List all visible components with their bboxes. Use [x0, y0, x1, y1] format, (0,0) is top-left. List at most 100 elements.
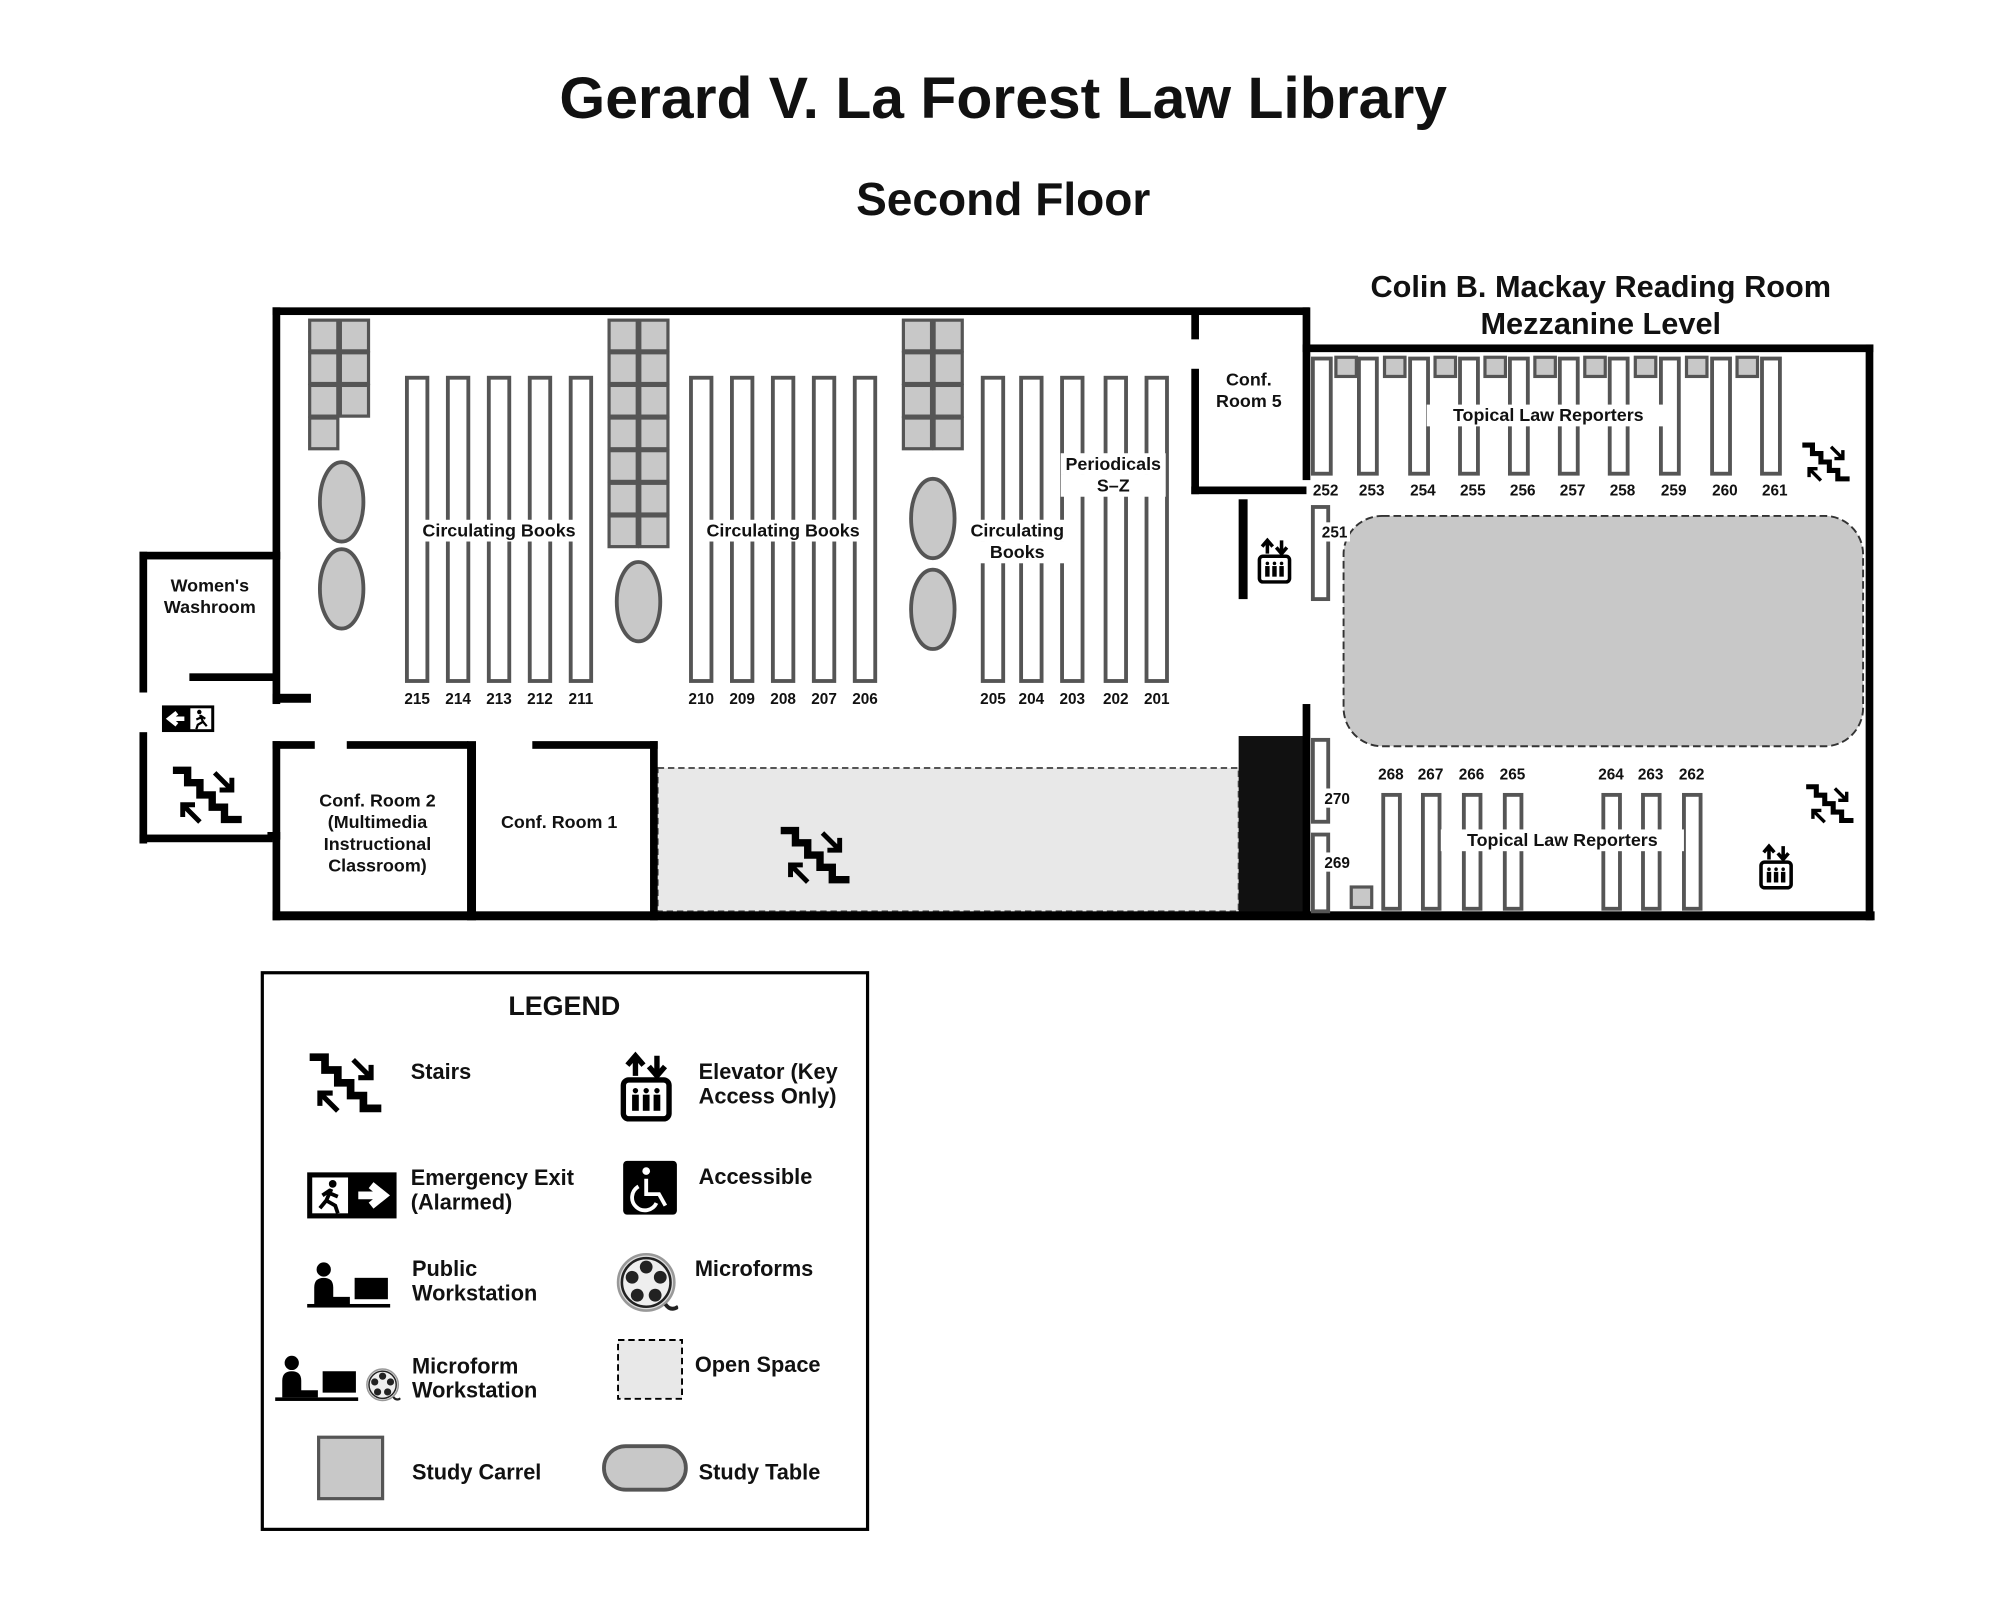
- legend-item: Microforms: [616, 1252, 813, 1313]
- legend-label: Microform: [412, 1353, 518, 1378]
- wheelchair-head: [642, 1167, 651, 1175]
- shelf-number: 256: [1510, 482, 1536, 499]
- study-table: [317, 547, 366, 631]
- shelf-number: 266: [1459, 767, 1485, 784]
- shelf-number: 267: [1418, 767, 1444, 784]
- legend-item: Study Table: [602, 1444, 820, 1492]
- study-carrel: [607, 514, 639, 549]
- shelf-number: 255: [1460, 482, 1486, 499]
- study-table: [317, 460, 366, 544]
- study-carrel: [638, 416, 670, 451]
- shelf-261: [1760, 356, 1782, 476]
- study-carrel: [932, 351, 964, 386]
- emergency-exit-icon: [162, 705, 214, 732]
- reading-room-open-space: [1342, 514, 1865, 748]
- study-carrel: [1583, 355, 1607, 379]
- study-carrel: [308, 351, 340, 386]
- section-label-periodicals: S–Z: [1097, 476, 1130, 496]
- shelf-263: [1641, 792, 1662, 911]
- study-carrel: [901, 318, 934, 353]
- study-carrel: [607, 416, 639, 451]
- section-label-circulating-books: Books: [990, 542, 1045, 562]
- legend-label: (Alarmed): [411, 1189, 513, 1214]
- section-label-circulating-books-bg: [966, 519, 1069, 542]
- shelf-251: [1310, 505, 1331, 602]
- elevator-icon: [1759, 844, 1793, 890]
- shelf-number: 252: [1313, 482, 1339, 499]
- wheelchair-glyph: [630, 1178, 668, 1213]
- shelf-202: [1103, 375, 1128, 683]
- section-label-circulating-books: Circulating: [971, 520, 1065, 540]
- emergency-exit-icon: [307, 1172, 397, 1218]
- shelf-264: [1601, 792, 1622, 911]
- legend-item: Accessible: [623, 1160, 813, 1215]
- study-carrel: [308, 416, 340, 451]
- room-label-conf-room-1: Conf. Room 1: [501, 812, 617, 832]
- room-label-conf-room-5: Conf.: [1226, 369, 1272, 389]
- study-carrel: [308, 318, 340, 353]
- study-carrel: [638, 449, 670, 483]
- shelf-number: 251: [1322, 525, 1348, 542]
- legend-label: Open Space: [695, 1352, 821, 1377]
- shelf-number-bg: [1319, 522, 1350, 542]
- shelf-number: 204: [1019, 691, 1045, 708]
- shelf-number: 262: [1679, 767, 1705, 784]
- shelf-number: 268: [1378, 767, 1404, 784]
- room-label-conf-room-2: (Multimedia: [328, 812, 429, 832]
- study-carrel: [901, 416, 934, 451]
- legend-label: Study Carrel: [412, 1459, 541, 1484]
- shelf-number: 265: [1500, 767, 1526, 784]
- accessible-icon: [623, 1160, 677, 1215]
- mezzanine-title: Colin B. Mackay Reading Room: [1370, 269, 1831, 304]
- section-label-periodicals-bg: [1060, 474, 1166, 497]
- study-table: [614, 560, 663, 644]
- study-carrel: [638, 481, 670, 516]
- shelf-number: 261: [1762, 482, 1788, 499]
- shelf-number: 212: [527, 691, 553, 708]
- shelf-number: 208: [770, 691, 796, 708]
- shelf-number: 205: [980, 691, 1006, 708]
- legend-item: Stairs: [310, 1057, 471, 1111]
- shelf-number: 201: [1144, 691, 1170, 708]
- shelf-number: 209: [729, 691, 755, 708]
- study-carrel: [607, 449, 639, 483]
- section-label-circulating-books: Circulating Books: [422, 520, 575, 540]
- room-label-conf-room-5: Room 5: [1216, 391, 1282, 411]
- legend-label: Workstation: [412, 1378, 537, 1403]
- walls: [139, 307, 1875, 921]
- study-table-icon: [602, 1444, 688, 1492]
- section-label-circulating-books-bg: [699, 519, 867, 542]
- study-carrel-icon: [317, 1435, 385, 1501]
- shelf-number: 214: [445, 691, 471, 708]
- shelf-number: 215: [404, 691, 430, 708]
- legend-label: Access Only): [699, 1083, 837, 1108]
- study-carrel: [338, 318, 371, 353]
- shelf-number: 270: [1324, 791, 1350, 808]
- room-label-conf-room-2: Conf. Room 2: [319, 790, 435, 810]
- legend-label: Stairs: [411, 1059, 471, 1084]
- shelf-number: 257: [1560, 482, 1586, 499]
- shelf-number: 260: [1712, 482, 1738, 499]
- study-carrel: [901, 383, 934, 418]
- section-label-topical-law-reporters-bg: [1440, 829, 1684, 852]
- study-carrel: [607, 318, 639, 353]
- study-carrel: [901, 351, 934, 386]
- study-carrel: [308, 383, 340, 418]
- legend-label: Elevator (Key: [699, 1059, 838, 1084]
- shelf-201: [1144, 375, 1169, 683]
- room-label-womens-washroom: Women's: [171, 575, 250, 595]
- shelf-268: [1381, 792, 1402, 911]
- shelf-number: 213: [486, 691, 512, 708]
- section-label-circulating-books: Circulating Books: [707, 520, 860, 540]
- study-carrel: [1735, 355, 1760, 379]
- legend-label: Accessible: [699, 1164, 813, 1189]
- study-carrel: [607, 383, 639, 418]
- floor-subtitle: Second Floor: [856, 173, 1150, 225]
- open-space-icon: [617, 1339, 683, 1400]
- study-carrel: [1349, 885, 1374, 910]
